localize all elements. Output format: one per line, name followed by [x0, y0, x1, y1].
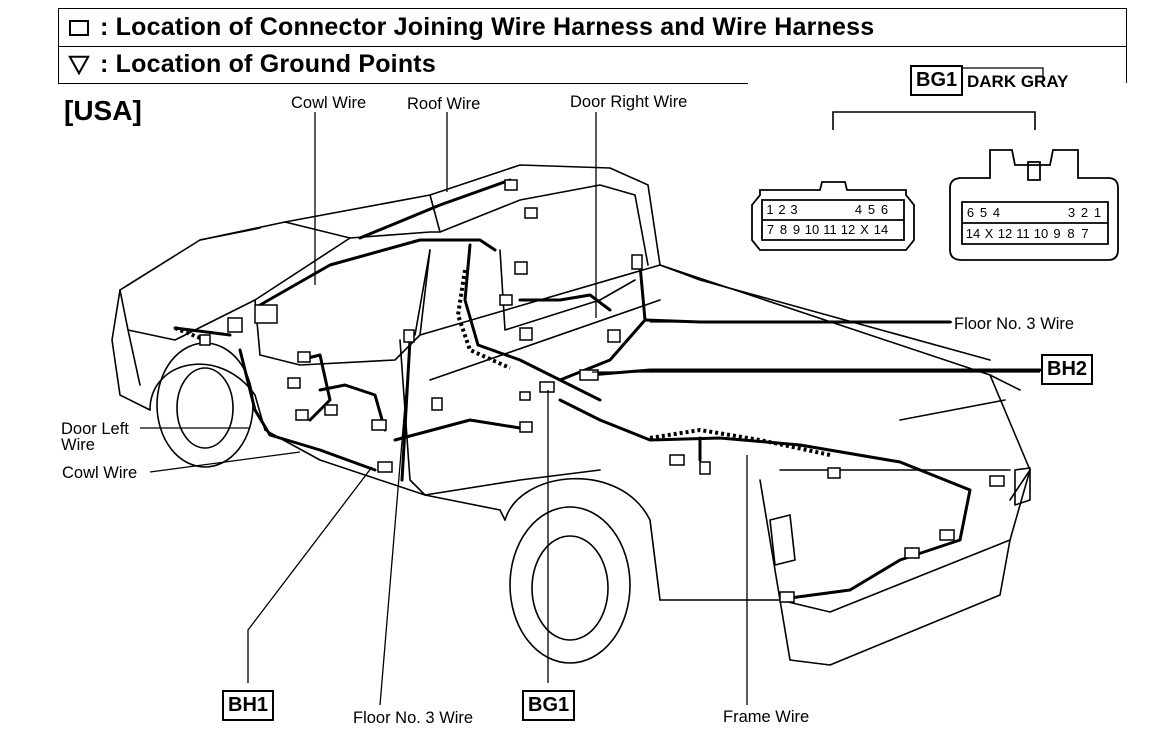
- legend-connector-text: : Location of Connector Joining Wire Har…: [100, 13, 875, 41]
- legend-ground-text: : Location of Ground Points: [100, 50, 436, 78]
- pin: 7: [1081, 226, 1089, 241]
- pin: 8: [1067, 226, 1075, 241]
- bg1-connector-left-housing: [751, 181, 915, 251]
- connector-symbol-icon: [68, 19, 90, 36]
- pin: 11: [823, 222, 837, 237]
- floor-no3-wire-bottom-label: Floor No. 3 Wire: [353, 709, 474, 727]
- pin: 6: [880, 202, 889, 217]
- pin: 7: [766, 222, 775, 237]
- pin: X: [860, 222, 869, 237]
- door-right-wire-label: Door Right Wire: [570, 93, 688, 111]
- wire-connectors: [199, 179, 1005, 603]
- pin: 14: [965, 226, 981, 241]
- cowl-wire-left-label: Cowl Wire: [62, 464, 138, 482]
- pin: 6: [966, 205, 975, 220]
- door-left-wire-label-1: Door Left: [61, 420, 129, 438]
- wire-harness-paths: [173, 178, 1042, 600]
- floor-no3-wire-right-label: Floor No. 3 Wire: [954, 315, 1075, 333]
- door-left-wire-label-2: Wire: [61, 436, 95, 454]
- pin: 9: [792, 222, 801, 237]
- pin: 8: [779, 222, 788, 237]
- pin: 11: [1016, 226, 1030, 241]
- bg1-left-top-pins: 1 2 3 4 5 6: [764, 202, 904, 218]
- connector-color-label: DARK GRAY: [967, 72, 1069, 91]
- bg1-right-top-pins: 6 5 4 3 2 1: [964, 205, 1108, 221]
- bh1-tag: BH1: [222, 690, 275, 721]
- region-label: [USA]: [64, 95, 142, 126]
- ground-symbol-icon: [68, 54, 90, 76]
- pin: 2: [1080, 205, 1089, 220]
- frame-wire-label: Frame Wire: [723, 708, 810, 726]
- bg1-left-bottom-pins: 7 8 9 10 11 12 X 14: [764, 222, 904, 238]
- bg1-connector-tag: BG1: [910, 65, 964, 96]
- pin: 9: [1053, 226, 1061, 241]
- pin: 4: [854, 202, 863, 217]
- pin: 5: [979, 205, 988, 220]
- pin: 14: [873, 222, 889, 237]
- legend-border-right: [1126, 8, 1127, 83]
- truck-body-outline: [111, 164, 1031, 666]
- pin: 10: [1033, 226, 1049, 241]
- bg1-right-bottom-pins: 14 X 12 11 10 9 8 7: [964, 226, 1108, 242]
- legend-ground-row: : Location of Ground Points: [58, 46, 748, 84]
- leader-lines: [140, 67, 1044, 706]
- pin: X: [984, 226, 994, 241]
- pin: 12: [997, 226, 1013, 241]
- pin: 1: [1093, 205, 1102, 220]
- legend-border-left: [58, 8, 59, 83]
- pin: 4: [992, 205, 1001, 220]
- pin: 3: [1067, 205, 1076, 220]
- bg1-connector-bracket: [832, 111, 1036, 130]
- pin: 5: [867, 202, 876, 217]
- pin: 12: [840, 222, 856, 237]
- cowl-wire-top-label: Cowl Wire: [291, 94, 367, 112]
- legend-connector-row: : Location of Connector Joining Wire Har…: [58, 8, 1126, 47]
- pin: 10: [804, 222, 820, 237]
- pin: 2: [778, 202, 786, 217]
- roof-wire-label: Roof Wire: [407, 95, 481, 113]
- bg1-connector-right-housing: [949, 149, 1119, 261]
- pin: 1: [766, 202, 774, 217]
- bg1-bottom-tag: BG1: [522, 690, 576, 721]
- pin: 3: [790, 202, 798, 217]
- bh2-tag: BH2: [1041, 354, 1094, 385]
